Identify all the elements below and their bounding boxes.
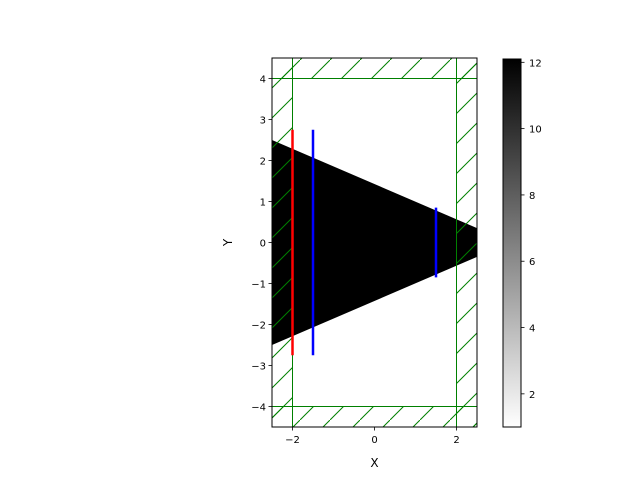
colorbar-tick-label: 10 (529, 125, 542, 136)
colorbar-gradient (502, 58, 522, 428)
source-monitor-lines (291, 129, 438, 356)
y-tick-label: 4 (260, 75, 266, 86)
x-tick-label: 0 (371, 435, 377, 446)
colorbar-ticks: 2 4 6 8 10 12 (521, 58, 542, 401)
y-axis-label: Y (221, 238, 235, 247)
y-tick-label: −2 (251, 321, 266, 332)
waveguide-field (272, 140, 477, 345)
y-tick-label: 2 (260, 157, 266, 168)
y-axis-ticks: −4 −3 −2 −1 0 1 2 3 4 (251, 75, 272, 414)
colorbar-tick-label: 6 (529, 257, 535, 268)
x-tick-label: −2 (285, 435, 300, 446)
pml-regions (272, 58, 477, 427)
x-axis-label: X (370, 456, 378, 470)
y-tick-label: 1 (260, 198, 266, 209)
pml-bottom (272, 406, 477, 427)
x-axis-ticks: −2 0 2 (285, 427, 460, 446)
y-tick-label: −3 (251, 362, 266, 373)
pml-left (272, 58, 293, 427)
x-tick-label: 2 (453, 435, 459, 446)
colorbar-tick-label: 4 (529, 324, 535, 335)
pml-right (456, 58, 477, 427)
colorbar-tick-label: 12 (529, 58, 542, 69)
colorbar: 2 4 6 8 10 12 (502, 58, 542, 428)
y-tick-label: −4 (251, 403, 266, 414)
y-tick-label: −1 (251, 280, 266, 291)
pml-top (272, 58, 477, 79)
colorbar-tick-label: 2 (529, 390, 535, 401)
colorbar-tick-label: 8 (529, 191, 535, 202)
plot-area (272, 58, 477, 427)
y-tick-label: 3 (260, 116, 266, 127)
y-tick-label: 0 (260, 239, 266, 250)
